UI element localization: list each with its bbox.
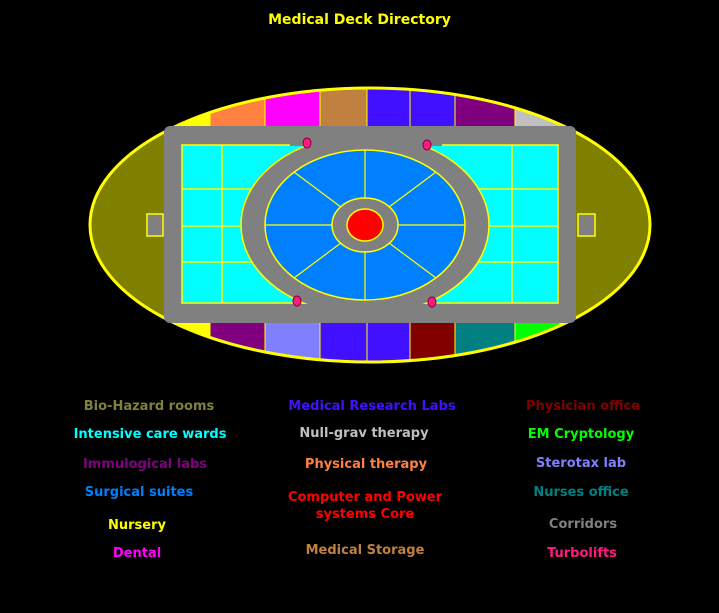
bottom-sector-1 [169, 319, 211, 362]
top-sector-1 [169, 88, 211, 131]
legend-item: Physician office [525, 399, 641, 414]
left-airlock [146, 213, 164, 237]
top-sector-3 [264, 88, 321, 131]
bottom-sector-5 [366, 319, 411, 362]
turbolift-bottom-right [427, 296, 437, 308]
turbolift-bottom-left [292, 295, 302, 307]
right-airlock [577, 213, 596, 237]
legend-item: Corridors [548, 517, 618, 532]
power-core [346, 208, 384, 242]
legend-item: Surgical suites [84, 485, 194, 500]
legend-item: Dental [112, 546, 162, 561]
legend-item: Medical Storage [305, 543, 425, 558]
legend-item: Computer and Power systems Core [287, 490, 443, 522]
bottom-sector-3 [264, 319, 321, 362]
page-title: Medical Deck Directory [268, 12, 451, 28]
legend-item: Immulogical labs [82, 457, 208, 472]
legend-item: Intensive care wards [73, 427, 227, 442]
top-sector-6 [409, 88, 456, 131]
legend-item: Physical therapy [304, 457, 428, 472]
legend-item: Nurses office [533, 485, 629, 500]
hull-outline [88, 86, 652, 364]
bottom-sector-6 [409, 319, 456, 362]
top-sector-4 [319, 88, 368, 131]
turbolift-top-right [422, 139, 432, 151]
legend-item: Medical Research Labs [288, 399, 456, 414]
bottom-sector-9 [559, 319, 621, 362]
legend-item: Null-grav therapy [299, 426, 429, 441]
legend-item: Nursery [108, 518, 166, 533]
turbolift-top-left [302, 137, 312, 149]
legend-item: Bio-Hazard rooms [83, 399, 215, 414]
top-sector-9 [559, 88, 621, 131]
legend-item: EM Cryptology [527, 427, 635, 442]
bottom-sector-4 [319, 319, 368, 362]
legend-item: Turbolifts [547, 546, 617, 561]
legend-item: Sterotax lab [535, 456, 627, 471]
